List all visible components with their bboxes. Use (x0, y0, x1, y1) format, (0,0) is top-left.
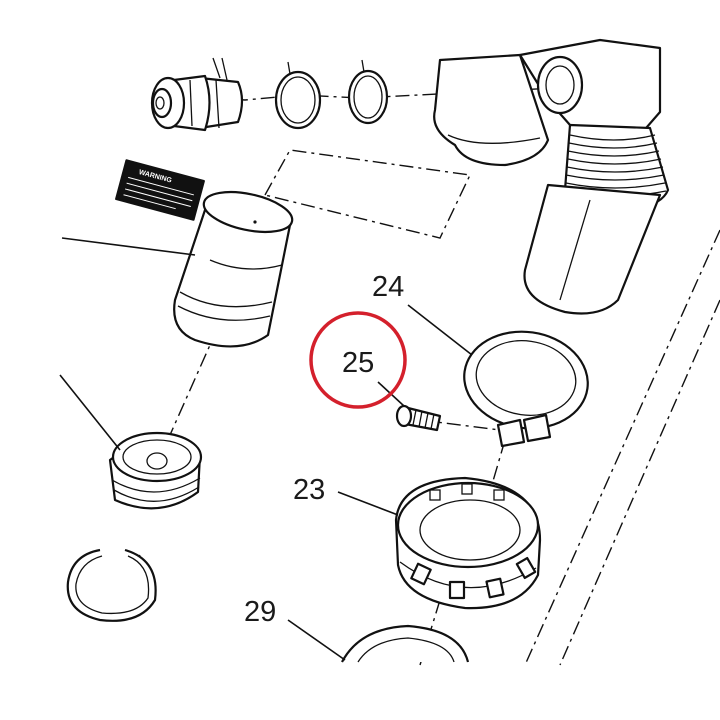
lock-ring-23 (394, 476, 542, 610)
clamp-ring-24 (463, 330, 589, 448)
damper-valve-assembly (150, 57, 244, 132)
snap-ring (66, 548, 157, 622)
o-ring-upper-2 (347, 59, 389, 125)
callout-24: 24 (372, 271, 404, 303)
o-ring-upper-1 (274, 61, 322, 130)
shock-body (518, 38, 670, 315)
bottom-ring-29 (341, 624, 470, 663)
seal-head (108, 431, 203, 510)
leader-lines (59, 237, 473, 661)
callout-29: 29 (244, 596, 276, 628)
warning-label: WARNING (115, 159, 205, 221)
highlight-circle-25 (309, 311, 407, 409)
callout-25: 25 (342, 347, 374, 379)
clamp-screw-25 (395, 404, 442, 432)
spring-threads (565, 134, 667, 197)
upper-cylinder (433, 53, 550, 167)
callout-23: 23 (293, 474, 325, 506)
callouts: 24 25 23 29 (244, 271, 404, 628)
air-can (173, 190, 294, 348)
